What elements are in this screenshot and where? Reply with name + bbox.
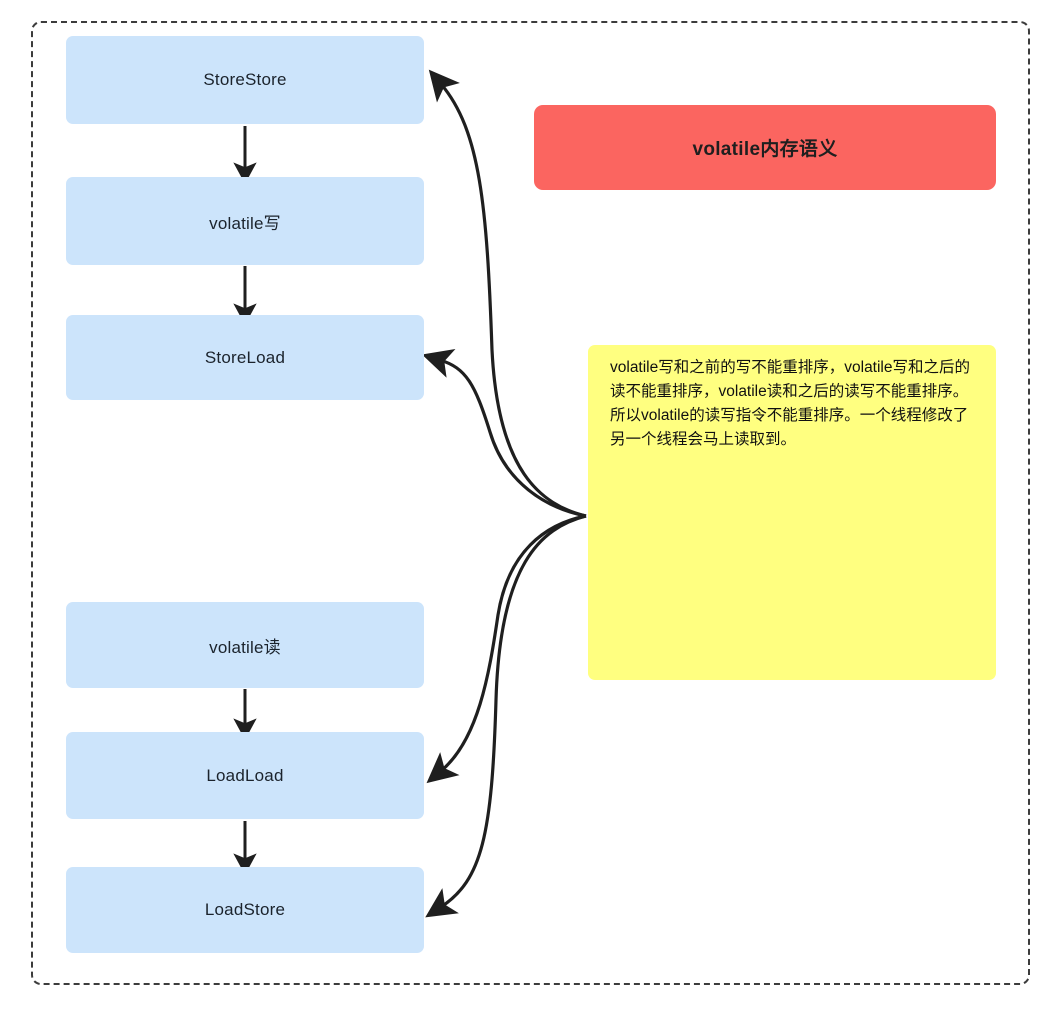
node-storeload-label: StoreLoad [204,347,286,367]
node-storeload[interactable]: StoreLoad [66,315,424,400]
node-note-volatile-reordering[interactable]: volatile写和之前的写不能重排序，volatile写和之后的读不能重排序，… [588,345,996,680]
node-note-text: volatile写和之前的写不能重排序，volatile写和之后的读不能重排序，… [610,359,970,449]
node-volatile-write[interactable]: volatile写 [66,177,424,265]
node-storestore-label: StoreStore [203,70,287,89]
node-volatile-read-label: volatile读 [209,637,281,657]
node-loadstore-label: LoadStore [204,900,286,919]
node-volatile-read[interactable]: volatile读 [66,602,424,688]
node-loadload[interactable]: LoadLoad [66,732,424,819]
node-loadload-label: LoadLoad [206,765,284,785]
diagram-outer-frame [31,21,1030,985]
node-loadstore[interactable]: LoadStore [66,867,424,953]
node-storestore[interactable]: StoreStore [66,36,424,124]
node-title-label: volatile内存语义 [692,139,838,160]
node-title-volatile-memory-semantics[interactable]: volatile内存语义 [534,105,996,190]
node-volatile-write-label: volatile写 [209,213,281,233]
